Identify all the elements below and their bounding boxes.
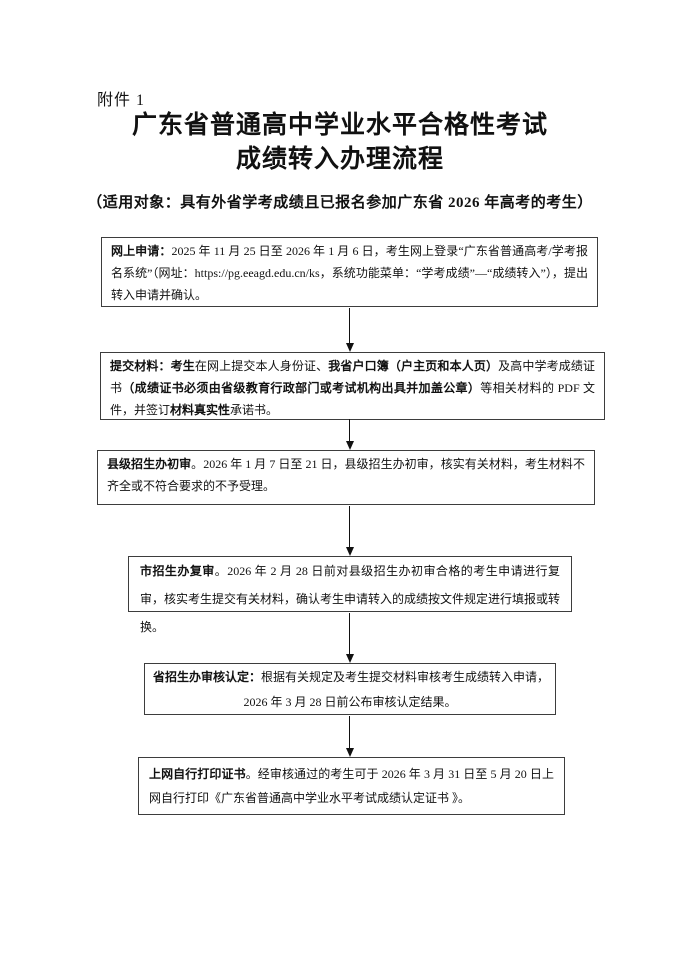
step-text-line: 提交材料：考生在网上提交本人身份证、我省户口簿（户主页和本人页）及高中学考成绩证… — [110, 359, 595, 417]
step-text-line: 市招生办复审。2026 年 2 月 28 日前对县级招生办初审合格的考生申请进行… — [140, 564, 560, 634]
step-text-segment: 。2026 年 1 月 7 日至 21 日，县级招生办初审，核实有关材料，考生材… — [107, 457, 585, 493]
step-text-bold-segment: 县级招生办初审 — [107, 457, 192, 471]
document-title-line2: 成绩转入办理流程 — [235, 146, 444, 173]
step-box-province-review-confirmation: 省招生办审核认定：根据有关规定及考生提交材料审核考生成绩转入申请， 2026 年 … — [144, 663, 556, 715]
document-title-line1: 广东省普通高中学业水平合格性考试 — [131, 112, 548, 139]
step-text-line: 上网自行打印证书。经审核通过的考生可于 2026 年 3 月 31 日至 5 月… — [149, 767, 554, 805]
step-text-segment: 2025 年 11 月 25 日至 2026 年 1 月 6 日，考生网上登录“… — [111, 244, 588, 302]
down-arrow — [345, 506, 354, 556]
step-text-segment: 2026 年 3 月 28 日前公布审核认定结果。 — [243, 695, 457, 709]
arrow-shaft — [348, 419, 351, 441]
down-arrow — [345, 419, 354, 450]
arrow-head-icon — [345, 441, 354, 450]
step-text-line: 县级招生办初审。2026 年 1 月 7 日至 21 日，县级招生办初审，核实有… — [107, 457, 585, 493]
down-arrow — [345, 308, 354, 352]
arrow-head-icon — [345, 547, 354, 556]
step-text-bold-segment: 市招生办复审 — [140, 564, 215, 578]
arrow-shaft — [348, 716, 351, 748]
step-text-line: 网上申请：2025 年 11 月 25 日至 2026 年 1 月 6 日，考生… — [111, 244, 588, 302]
step-box-online-application: 网上申请：2025 年 11 月 25 日至 2026 年 1 月 6 日，考生… — [101, 237, 598, 307]
down-arrow — [345, 716, 354, 757]
arrow-head-icon — [345, 654, 354, 663]
arrow-shaft — [348, 506, 351, 547]
down-arrow — [345, 613, 354, 663]
document-subtitle: （适用对象：具有外省学考成绩且已报名参加广东省 2026 年高考的考生） — [87, 195, 593, 211]
step-box-city-review: 市招生办复审。2026 年 2 月 28 日前对县级招生办初审合格的考生申请进行… — [128, 556, 572, 634]
step-text-segment: 。经审核通过的考生可于 2026 年 3 月 31 日至 5 月 20 日上网自… — [149, 767, 554, 805]
step-text-bold-segment: 提交材料：考生 — [110, 359, 195, 373]
step-text-segment: 及高中学考成绩证书 — [110, 359, 595, 395]
arrow-shaft — [348, 308, 351, 343]
step-box-print-certificate: 上网自行打印证书。经审核通过的考生可于 2026 年 3 月 31 日至 5 月… — [138, 757, 565, 815]
step-text-segment: 。2026 年 2 月 28 日前对县级招生办初审合格的考生申请进行复审，核实考… — [140, 564, 561, 634]
arrow-head-icon — [345, 748, 354, 757]
step-text-segment: 根据有关规定及考生提交材料审核考生成绩转入申请， — [261, 670, 550, 684]
step-text-segment: 等相关材料的 PDF 文件，并签订 — [110, 381, 595, 417]
step-box-submit-materials: 提交材料：考生在网上提交本人身份证、我省户口簿（户主页和本人页）及高中学考成绩证… — [100, 352, 605, 420]
step-text-bold-segment: 材料真实性 — [170, 403, 231, 417]
attachment-label: 附件 1 — [97, 92, 146, 109]
step-text-bold-segment: （成绩证书必须由省级教育行政部门或考试机构出具并加盖公章） — [122, 381, 481, 395]
step-text-bold-segment: 我省户口簿（户主页和本人页） — [328, 359, 499, 373]
step-text-line: 省招生办审核认定：根据有关规定及考生提交材料审核考生成绩转入申请， — [153, 665, 550, 690]
step-text-bold-segment: 网上申请： — [111, 244, 172, 258]
step-text-line: 2026 年 3 月 28 日前公布审核认定结果。 — [153, 690, 547, 715]
step-box-county-initial-review: 县级招生办初审。2026 年 1 月 7 日至 21 日，县级招生办初审，核实有… — [97, 450, 595, 505]
step-text-segment: 在网上提交本人身份证、 — [194, 359, 329, 373]
step-text-bold-segment: 上网自行打印证书 — [149, 767, 246, 781]
step-text-segment: 承诺书。 — [230, 403, 279, 417]
arrow-shaft — [348, 613, 351, 654]
step-text-bold-segment: 省招生办审核认定： — [153, 670, 262, 684]
arrow-head-icon — [345, 343, 354, 352]
